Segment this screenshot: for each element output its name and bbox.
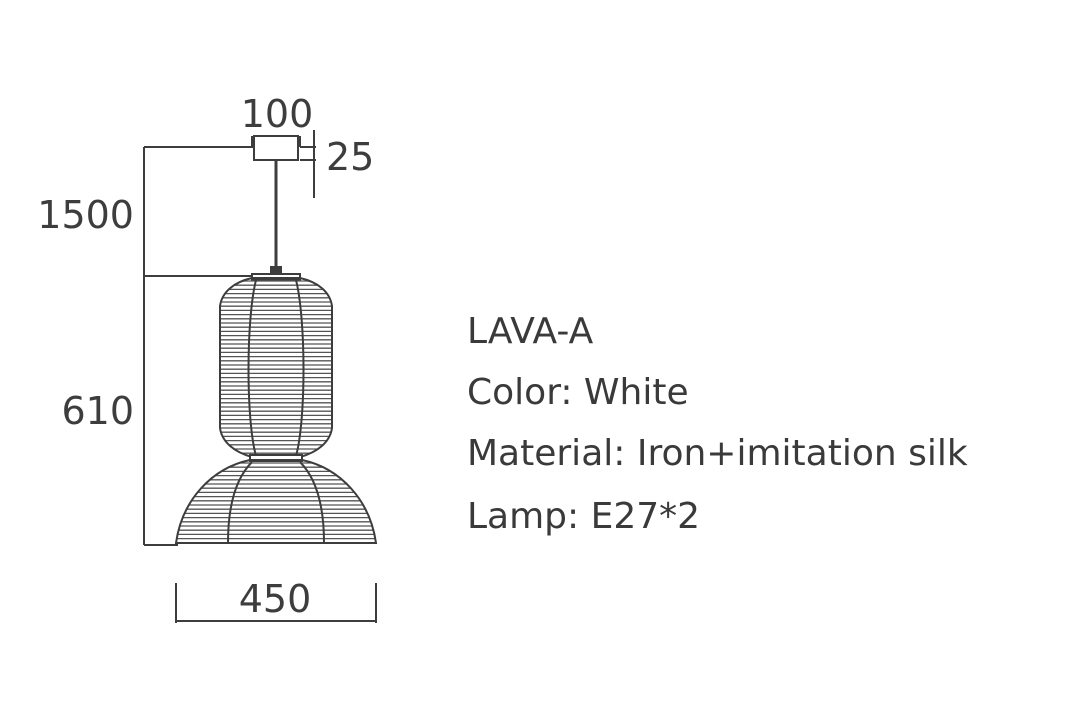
dim-label-canopy-height: 25 xyxy=(326,135,374,179)
dim-label-body-height: 610 xyxy=(61,389,134,433)
dim-label-cable-length: 1500 xyxy=(37,193,134,237)
product-material: Material: Iron+imitation silk xyxy=(467,433,968,474)
lower-shade xyxy=(174,459,378,544)
product-lamp: Lamp: E27*2 xyxy=(467,496,701,537)
dim-label-canopy-width: 100 xyxy=(241,92,314,136)
dimension-lines xyxy=(143,130,377,623)
lower-shade-outline xyxy=(174,459,378,544)
lower-shade-seam-right xyxy=(299,461,325,544)
canopy xyxy=(253,135,299,161)
upper-shade xyxy=(219,277,333,458)
upper-shade-seam-left xyxy=(247,279,257,457)
upper-shade-outline xyxy=(219,277,333,458)
dim-label-body-width: 450 xyxy=(239,577,312,621)
upper-shade-seam-right xyxy=(295,279,305,457)
cable-holder xyxy=(270,266,282,276)
product-color: Color: White xyxy=(467,372,689,413)
product-model: LAVA-A xyxy=(467,311,594,352)
lower-shade-seam-left xyxy=(227,461,253,544)
